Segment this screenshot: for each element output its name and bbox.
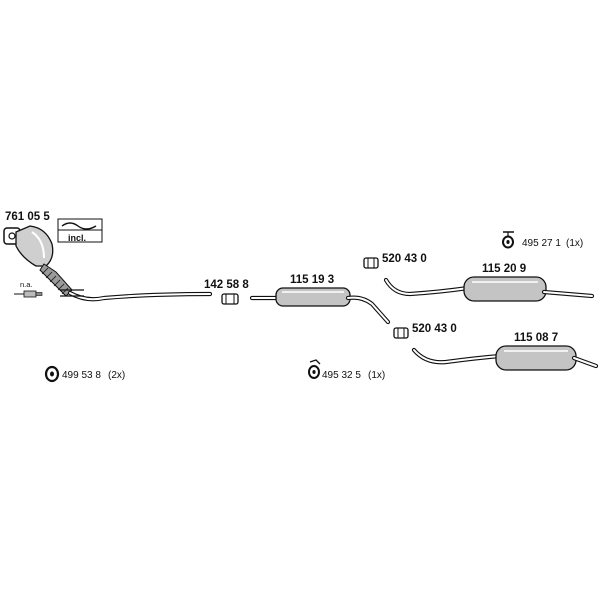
hanger-495271-qty: (1x) [566, 238, 583, 249]
rear-silencer-lower-number: 115 08 7 [514, 332, 558, 344]
catalyst-assembly[interactable] [3, 225, 213, 302]
lambda-sensor-icon [14, 290, 43, 298]
mounting-kit-icon [57, 218, 103, 243]
rear-silencer-lower[interactable] [411, 345, 599, 371]
front-silencer-body [275, 287, 351, 307]
catalyst-part-number: 761 05 5 [5, 211, 50, 223]
hanger-495325-qty: (1x) [368, 370, 385, 381]
catalyst-body [15, 225, 54, 267]
flange-bolt-hole [8, 232, 16, 240]
rear-silencer-upper[interactable] [383, 276, 595, 302]
rear-silencer-upper-body [463, 276, 547, 302]
clamp-520430-lower-number: 520 43 0 [412, 323, 457, 335]
clamp-142588-icon[interactable] [221, 293, 239, 305]
hanger-495271-icon[interactable] [502, 231, 514, 249]
hanger-495271-number: 495 27 1 [522, 238, 561, 249]
front-silencer[interactable] [249, 287, 391, 325]
rear-silencer-upper-number: 115 20 9 [482, 263, 526, 275]
rear-silencer-lower-body [495, 345, 577, 371]
front-silencer-number: 115 19 3 [290, 274, 334, 286]
hanger-499538-qty: (2x) [108, 370, 125, 381]
hanger-499538-number: 499 53 8 [62, 370, 101, 381]
clamp-520430-upper-number: 520 43 0 [382, 253, 427, 265]
clamp-520430-lower-icon[interactable] [393, 327, 409, 339]
sensor-not-available-note: n.a. [20, 280, 33, 289]
clamp-142588-number: 142 58 8 [204, 279, 249, 291]
clamp-520430-upper-icon[interactable] [363, 257, 379, 269]
hanger-495325-number: 495 32 5 [322, 370, 361, 381]
kit-included-badge: incl. [68, 233, 86, 243]
hanger-499538-icon[interactable] [44, 365, 60, 383]
hanger-495325-icon[interactable] [308, 359, 321, 379]
flex-pipe [39, 263, 73, 297]
